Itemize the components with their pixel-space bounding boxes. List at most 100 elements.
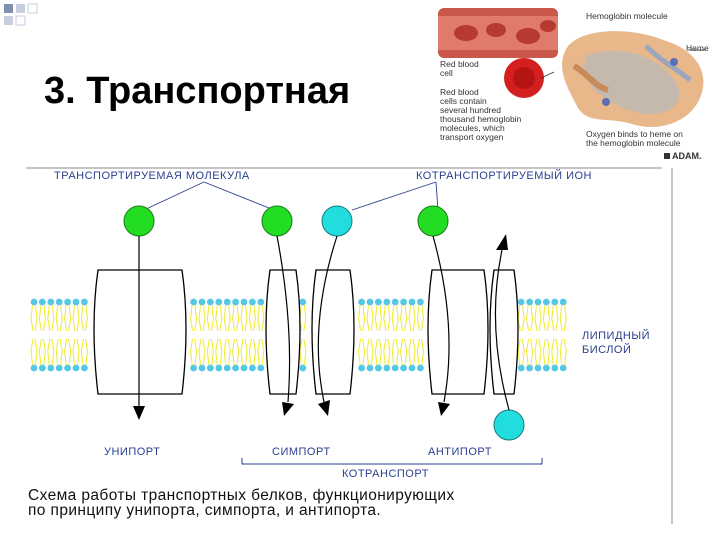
lipid-tail bbox=[80, 338, 88, 366]
lipid-tail bbox=[383, 338, 391, 366]
lipid-head bbox=[417, 298, 424, 306]
lipid-tail bbox=[215, 338, 223, 366]
lipid-tail bbox=[358, 338, 366, 366]
cotransported-ion-label: КОТРАНСПОРТИРУЕМЫЙ ИОН bbox=[416, 170, 593, 182]
lipid-head bbox=[257, 298, 265, 306]
antiport-arrow-molecule bbox=[432, 235, 450, 416]
lipid-tail bbox=[551, 338, 559, 366]
lipid-head bbox=[383, 298, 391, 306]
lipid-head bbox=[375, 364, 382, 372]
diagram-caption: Схема работы транспортных белков, функци… bbox=[28, 487, 648, 519]
lipid-head bbox=[198, 364, 206, 372]
lipid-tail bbox=[30, 304, 38, 332]
symporter-protein bbox=[265, 269, 355, 395]
lipid-head bbox=[30, 364, 38, 372]
lipid-head bbox=[30, 298, 38, 306]
transport-diagram: ТРАНСПОРТИРУЕМАЯ МОЛЕКУЛА КОТРАНСПОРТИРУ… bbox=[26, 166, 678, 526]
lipid-head bbox=[232, 298, 240, 306]
uniporter-protein bbox=[93, 269, 187, 395]
slide-title: 3. Транспортная bbox=[44, 70, 351, 112]
uniport-label: УНИПОРТ bbox=[104, 446, 161, 458]
lipid-head bbox=[383, 364, 391, 372]
lipid-head bbox=[47, 298, 55, 306]
lipid-tail bbox=[198, 304, 206, 332]
lipid-tail bbox=[55, 338, 63, 366]
uniport-arrow bbox=[133, 236, 145, 420]
lipid-tail bbox=[559, 338, 567, 366]
caption-line-2: по принципу унипорта, симпорта, и антипо… bbox=[28, 502, 382, 519]
lipid-head bbox=[375, 298, 382, 306]
lipid-tail bbox=[383, 304, 391, 332]
lipid-tail bbox=[400, 304, 408, 332]
antiporter-protein bbox=[427, 269, 519, 395]
lipid-head bbox=[64, 364, 71, 372]
caption-line-1: Схема работы транспортных белков, функци… bbox=[28, 487, 455, 504]
lipid-head bbox=[559, 364, 567, 372]
lipid-head bbox=[223, 364, 231, 372]
lipid-tail bbox=[542, 304, 550, 332]
lipid-tail bbox=[299, 338, 307, 366]
oxygen-note: Oxygen binds to heme on the hemoglobin m… bbox=[586, 129, 683, 148]
lipid-head bbox=[391, 298, 399, 306]
lipid-tail bbox=[526, 304, 534, 332]
lipid-head bbox=[559, 298, 567, 306]
symport-arrow-ion bbox=[317, 235, 338, 416]
lipid-head bbox=[526, 298, 533, 306]
lipid-tail bbox=[517, 338, 525, 366]
symport-ion bbox=[321, 205, 353, 237]
lipid-tail bbox=[358, 304, 366, 332]
rbc-label: Red blood cell bbox=[440, 59, 479, 78]
lipid-head bbox=[207, 298, 214, 306]
lipid-head bbox=[81, 298, 88, 306]
lipid-head bbox=[358, 364, 365, 372]
lipid-tail bbox=[257, 304, 265, 332]
lipid-head bbox=[240, 364, 248, 372]
lipid-head bbox=[534, 364, 542, 372]
antiport-molecule bbox=[417, 205, 449, 237]
lipid-head bbox=[39, 364, 46, 372]
lipid-tail bbox=[366, 338, 374, 366]
lipid-tail bbox=[72, 304, 80, 332]
lipid-head bbox=[517, 298, 525, 306]
lipid-head bbox=[534, 298, 542, 306]
lipid-tail bbox=[190, 304, 198, 332]
lipid-head bbox=[215, 298, 223, 306]
antiport-label: АНТИПОРТ bbox=[428, 446, 492, 458]
lipid-head bbox=[299, 364, 307, 372]
lipid-tail bbox=[391, 338, 399, 366]
lipid-tail bbox=[198, 338, 206, 366]
lipid-bilayer bbox=[30, 298, 567, 372]
lipid-head bbox=[526, 364, 533, 372]
lipid-tail bbox=[232, 338, 240, 366]
lipid-tail bbox=[80, 304, 88, 332]
lipid-tail bbox=[374, 304, 382, 332]
lipid-tail bbox=[215, 304, 223, 332]
rbc-description: Red blood cells contain several hundred … bbox=[440, 87, 522, 142]
lipid-head bbox=[55, 364, 63, 372]
lipid-tail bbox=[30, 338, 38, 366]
corner-decoration bbox=[4, 3, 38, 26]
lipid-head bbox=[190, 364, 198, 372]
symport-label: СИМПОРТ bbox=[272, 446, 331, 458]
cotransport-bracket bbox=[241, 458, 543, 465]
lipid-head bbox=[543, 298, 550, 306]
lipid-tail bbox=[248, 338, 256, 366]
antiport-arrow-ion bbox=[494, 234, 510, 411]
lipid-head bbox=[366, 298, 374, 306]
lipid-head bbox=[551, 298, 559, 306]
lipid-head bbox=[551, 364, 559, 372]
lipid-tail bbox=[526, 338, 534, 366]
lipid-tail bbox=[559, 304, 567, 332]
lipid-head bbox=[81, 364, 88, 372]
lipid-tail bbox=[408, 338, 416, 366]
lipid-head bbox=[400, 364, 407, 372]
transported-molecule-label: ТРАНСПОРТИРУЕМАЯ МОЛЕКУЛА bbox=[54, 170, 250, 182]
lipid-head bbox=[215, 364, 223, 372]
lipid-tail bbox=[408, 304, 416, 332]
lipid-tail bbox=[47, 304, 55, 332]
lipid-tail bbox=[416, 338, 424, 366]
lipid-head bbox=[249, 364, 256, 372]
lipid-tail bbox=[64, 338, 72, 366]
lipid-tail bbox=[206, 338, 214, 366]
lipid-head bbox=[72, 298, 80, 306]
